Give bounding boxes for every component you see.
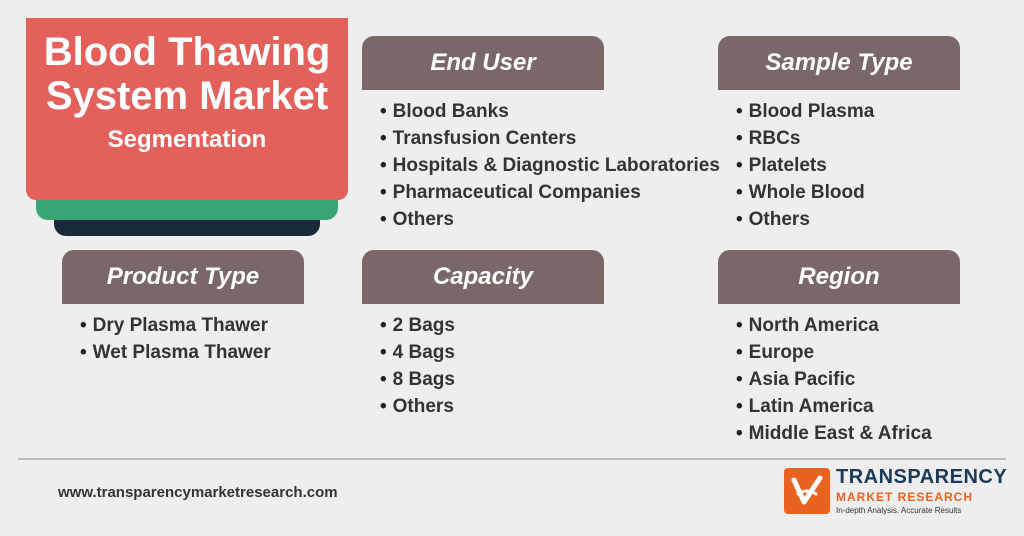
list-item: •Middle East & Africa xyxy=(736,420,960,447)
bullet-icon: • xyxy=(380,101,387,122)
list-item: •4 Bags xyxy=(380,339,604,366)
bullet-icon: • xyxy=(736,396,743,417)
list-item: •Pharmaceutical Companies xyxy=(380,179,720,206)
segment-heading: Region xyxy=(718,250,960,304)
segment-list: •2 Bags •4 Bags •8 Bags •Others xyxy=(362,312,604,420)
bullet-icon: • xyxy=(80,315,87,336)
list-item: •8 Bags xyxy=(380,366,604,393)
segment-heading: End User xyxy=(362,36,604,90)
page-title: Blood Thawing System Market xyxy=(26,30,348,118)
segment-list: •Blood Plasma •RBCs •Platelets •Whole Bl… xyxy=(718,98,960,233)
logo-wordmark-sub: MARKET RESEARCH xyxy=(836,490,974,504)
bullet-icon: • xyxy=(380,155,387,176)
bullet-icon: • xyxy=(736,101,743,122)
list-item: •Europe xyxy=(736,339,960,366)
logo-wordmark: TRANSPARENCY xyxy=(836,466,1008,488)
bullet-icon: • xyxy=(736,369,743,390)
bullet-icon: • xyxy=(380,342,387,363)
list-item: •Others xyxy=(736,206,960,233)
list-item: •Blood Plasma xyxy=(736,98,960,125)
segment-end-user: End User •Blood Banks •Transfusion Cente… xyxy=(362,36,720,233)
list-item: •Others xyxy=(380,206,720,233)
list-item: •Hospitals & Diagnostic Laboratories xyxy=(380,152,720,179)
footer-divider xyxy=(18,458,1006,460)
bullet-icon: • xyxy=(380,369,387,390)
logo-tagline: In-depth Analysis. Accurate Results xyxy=(836,506,962,515)
segment-list: •Dry Plasma Thawer •Wet Plasma Thawer xyxy=(62,312,304,366)
bullet-icon: • xyxy=(380,209,387,230)
list-item: •Dry Plasma Thawer xyxy=(80,312,304,339)
list-item: •Whole Blood xyxy=(736,179,960,206)
title-card: Blood Thawing System Market Segmentation xyxy=(26,18,348,200)
bullet-icon: • xyxy=(736,342,743,363)
segment-heading: Capacity xyxy=(362,250,604,304)
segment-sample-type: Sample Type •Blood Plasma •RBCs •Platele… xyxy=(718,36,960,233)
segment-heading: Sample Type xyxy=(718,36,960,90)
list-item: •North America xyxy=(736,312,960,339)
bullet-icon: • xyxy=(736,128,743,149)
list-item: •Platelets xyxy=(736,152,960,179)
list-item: •Blood Banks xyxy=(380,98,720,125)
logo-mark-icon xyxy=(784,468,830,514)
list-item: •Wet Plasma Thawer xyxy=(80,339,304,366)
bullet-icon: • xyxy=(736,209,743,230)
bullet-icon: • xyxy=(380,182,387,203)
segment-region: Region •North America •Europe •Asia Paci… xyxy=(718,250,960,447)
segment-list: •North America •Europe •Asia Pacific •La… xyxy=(718,312,960,447)
segment-list: •Blood Banks •Transfusion Centers •Hospi… xyxy=(362,98,720,233)
footer-url-link[interactable]: www.transparencymarketresearch.com xyxy=(58,484,338,501)
segment-product-type: Product Type •Dry Plasma Thawer •Wet Pla… xyxy=(62,250,304,366)
list-item: •RBCs xyxy=(736,125,960,152)
list-item: •2 Bags xyxy=(380,312,604,339)
bullet-icon: • xyxy=(380,128,387,149)
list-item: •Transfusion Centers xyxy=(380,125,720,152)
bullet-icon: • xyxy=(380,396,387,417)
bullet-icon: • xyxy=(380,315,387,336)
bullet-icon: • xyxy=(80,342,87,363)
bullet-icon: • xyxy=(736,423,743,444)
title-line-1: Blood Thawing xyxy=(43,30,331,74)
company-logo[interactable]: TRANSPARENCY MARKET RESEARCH In-depth An… xyxy=(784,462,1009,524)
bullet-icon: • xyxy=(736,182,743,203)
list-item: •Asia Pacific xyxy=(736,366,960,393)
list-item: •Latin America xyxy=(736,393,960,420)
title-block: Blood Thawing System Market Segmentation xyxy=(26,18,348,238)
list-item: •Others xyxy=(380,393,604,420)
bullet-icon: • xyxy=(736,155,743,176)
segment-heading: Product Type xyxy=(62,250,304,304)
page-subtitle: Segmentation xyxy=(107,126,267,153)
bullet-icon: • xyxy=(736,315,743,336)
segment-capacity: Capacity •2 Bags •4 Bags •8 Bags •Others xyxy=(362,250,604,420)
title-line-2: System Market xyxy=(45,74,329,118)
